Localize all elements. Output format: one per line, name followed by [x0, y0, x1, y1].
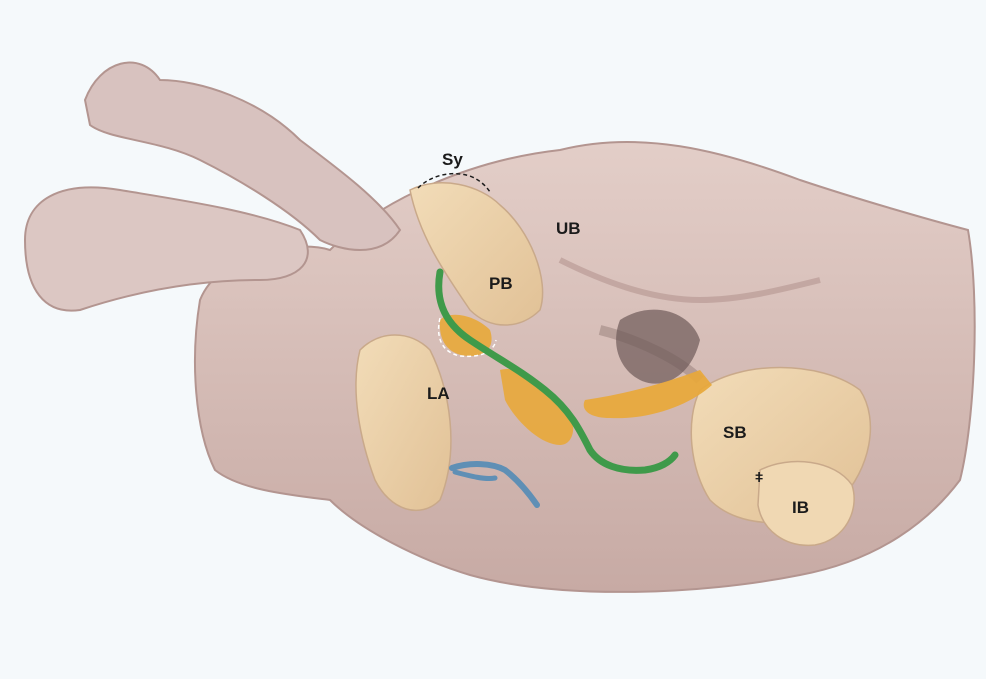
label-dagger-marker: ǂ	[755, 469, 764, 485]
tissue-fold	[558, 257, 821, 304]
label-sy: Sy	[442, 150, 463, 169]
white-dashed-outline	[437, 317, 497, 358]
label-ib: IB	[792, 498, 809, 517]
label-ub: UB	[556, 219, 581, 238]
label-la: LA	[427, 384, 450, 403]
green-nerve-path	[435, 268, 679, 474]
blue-vessel-branch	[452, 469, 498, 481]
lower-anterior-bone	[355, 334, 452, 511]
label-pb: PB	[489, 274, 513, 293]
upper-left-tube	[83, 61, 402, 251]
label-sb: SB	[723, 423, 747, 442]
blue-vessel-path	[449, 461, 540, 508]
left-flap	[23, 186, 309, 312]
orange-highlight-right	[583, 370, 712, 419]
orange-highlight-middle	[500, 369, 574, 445]
dark-recess	[616, 309, 700, 384]
symphysis-dashed-outline	[417, 172, 491, 193]
pubic-bone	[409, 182, 544, 326]
ischial-bone	[757, 460, 855, 547]
